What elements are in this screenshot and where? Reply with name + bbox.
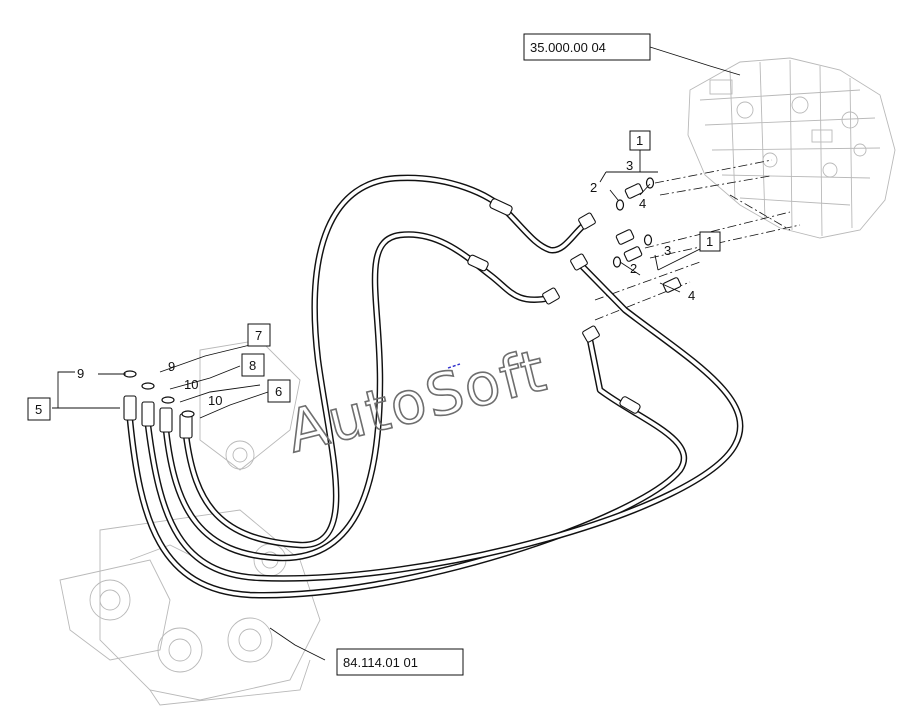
callout-6[interactable]: 6 bbox=[267, 379, 291, 403]
item-9-left[interactable]: 9 bbox=[77, 366, 84, 381]
center-mark bbox=[447, 363, 461, 369]
callout-5[interactable]: 5 bbox=[27, 397, 51, 421]
item-4-upper[interactable]: 4 bbox=[639, 196, 646, 211]
hose-end-seals bbox=[123, 370, 195, 418]
callout-1-lower-text: 1 bbox=[706, 234, 713, 249]
leader-lines bbox=[52, 46, 741, 661]
item-numbers: 3 2 4 3 2 4 9 9 10 10 bbox=[77, 158, 695, 408]
alignment-lines bbox=[594, 159, 801, 321]
adapters-and-seals bbox=[612, 177, 682, 293]
callout-8[interactable]: 8 bbox=[241, 353, 265, 377]
base-reference-box[interactable]: 84.114.01 01 bbox=[336, 648, 464, 676]
callout-8-text: 8 bbox=[249, 358, 256, 373]
valve-reference-box[interactable]: 35.000.00 04 bbox=[523, 33, 651, 61]
base-reference-text: 84.114.01 01 bbox=[343, 655, 418, 670]
callout-7[interactable]: 7 bbox=[247, 323, 271, 347]
callout-6-text: 6 bbox=[275, 384, 282, 399]
item-9-mid[interactable]: 9 bbox=[168, 359, 175, 374]
item-10-b[interactable]: 10 bbox=[208, 393, 222, 408]
item-3-lower[interactable]: 3 bbox=[664, 243, 671, 258]
callout-1-upper-text: 1 bbox=[636, 133, 643, 148]
callout-7-text: 7 bbox=[255, 328, 262, 343]
callout-5-text: 5 bbox=[35, 402, 42, 417]
watermark-text: AutoSoft bbox=[280, 336, 554, 466]
hose-end-fittings bbox=[123, 198, 641, 439]
callout-1-upper[interactable]: 1 bbox=[629, 130, 651, 151]
item-10-a[interactable]: 10 bbox=[184, 377, 198, 392]
hose-set bbox=[126, 174, 744, 599]
valve-reference-text: 35.000.00 04 bbox=[530, 40, 606, 55]
item-2-upper[interactable]: 2 bbox=[590, 180, 597, 195]
callout-1-lower[interactable]: 1 bbox=[699, 231, 721, 252]
item-4-lower[interactable]: 4 bbox=[688, 288, 695, 303]
item-3-upper[interactable]: 3 bbox=[626, 158, 633, 173]
item-2-lower[interactable]: 2 bbox=[630, 261, 637, 276]
control-valve-ghost bbox=[687, 57, 896, 239]
